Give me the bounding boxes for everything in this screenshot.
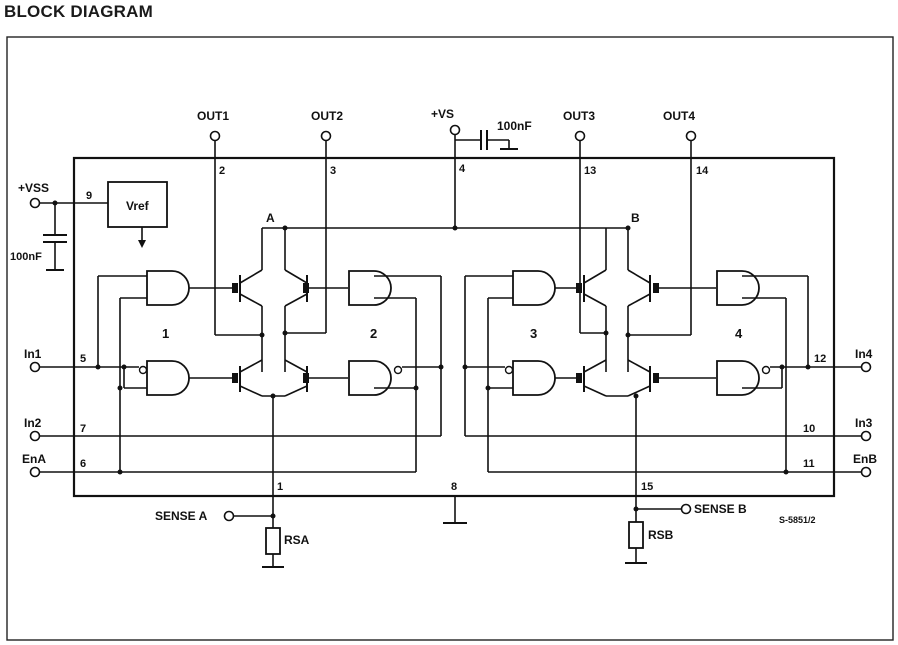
pin-number-11: 11 xyxy=(803,458,815,470)
pin-number-3: 3 xyxy=(330,165,336,177)
gate-2-lower xyxy=(303,360,403,396)
pin-out3 xyxy=(574,130,586,333)
pin-number-4: 4 xyxy=(459,163,466,175)
label-out2: OUT2 xyxy=(311,109,343,123)
label-cap-vss: 100nF xyxy=(10,251,42,263)
pin-number-13: 13 xyxy=(584,165,596,177)
pin-number-7: 7 xyxy=(80,423,86,435)
pin-out4 xyxy=(685,130,697,335)
vref-block xyxy=(107,181,168,248)
label-channel-2: 2 xyxy=(370,326,377,341)
label-in1: In1 xyxy=(24,347,42,361)
label-channel-4: 4 xyxy=(735,326,743,341)
label-vref: Vref xyxy=(126,199,150,213)
label-bridge-b: B xyxy=(631,211,640,225)
label-vs: +VS xyxy=(431,107,454,121)
label-out4: OUT4 xyxy=(663,109,695,123)
pin-number-12: 12 xyxy=(814,353,826,365)
label-out3: OUT3 xyxy=(563,109,595,123)
pin-vs xyxy=(449,124,518,228)
ic-body xyxy=(72,156,836,498)
label-channel-1: 1 xyxy=(162,326,169,341)
outer-frame xyxy=(6,36,894,641)
gate-3-lower xyxy=(504,360,582,396)
gate-1-upper xyxy=(146,270,238,306)
pin-number-6: 6 xyxy=(80,458,86,470)
sense-a-network xyxy=(223,494,284,568)
pin-out1 xyxy=(209,130,221,335)
gate-1-lower xyxy=(138,360,238,396)
label-sense-a: SENSE A xyxy=(155,509,208,523)
label-bridge-a: A xyxy=(266,211,275,225)
pin-number-10: 10 xyxy=(803,423,815,435)
label-rsa: RSA xyxy=(284,533,310,547)
pin-number-14: 14 xyxy=(696,165,709,177)
pin-number-15: 15 xyxy=(641,481,653,493)
label-sense-b: SENSE B xyxy=(694,502,747,516)
diagram-title: BLOCK DIAGRAM xyxy=(4,2,153,21)
pin-number-9: 9 xyxy=(86,190,92,202)
pin-number-8: 8 xyxy=(451,481,457,493)
drawing-code: S-5851/2 xyxy=(779,515,816,525)
label-enb: EnB xyxy=(853,452,877,466)
gate-3-upper xyxy=(512,270,582,306)
label-ena: EnA xyxy=(22,452,46,466)
gate-4-lower xyxy=(653,360,771,396)
bridge-b xyxy=(580,225,691,494)
ground-pin xyxy=(443,496,467,524)
pin-number-5: 5 xyxy=(80,353,86,365)
label-rsb: RSB xyxy=(648,528,674,542)
label-in3: In3 xyxy=(855,416,873,430)
gate-4-upper xyxy=(653,270,760,306)
sense-b-network xyxy=(625,494,692,564)
label-cap-vs: 100nF xyxy=(497,119,532,133)
label-vss: +VSS xyxy=(18,181,49,195)
pin-out2 xyxy=(320,130,332,333)
label-in4: In4 xyxy=(855,347,873,361)
label-in2: In2 xyxy=(24,416,42,430)
input-wiring-b xyxy=(462,275,872,478)
bridge-a xyxy=(215,225,326,494)
pin-number-1: 1 xyxy=(277,481,283,493)
gate-2-upper xyxy=(303,270,392,306)
label-out1: OUT1 xyxy=(197,109,229,123)
label-channel-3: 3 xyxy=(530,326,537,341)
pin-vss xyxy=(29,197,108,271)
input-wiring-a xyxy=(29,275,444,478)
pin-number-2: 2 xyxy=(219,165,225,177)
